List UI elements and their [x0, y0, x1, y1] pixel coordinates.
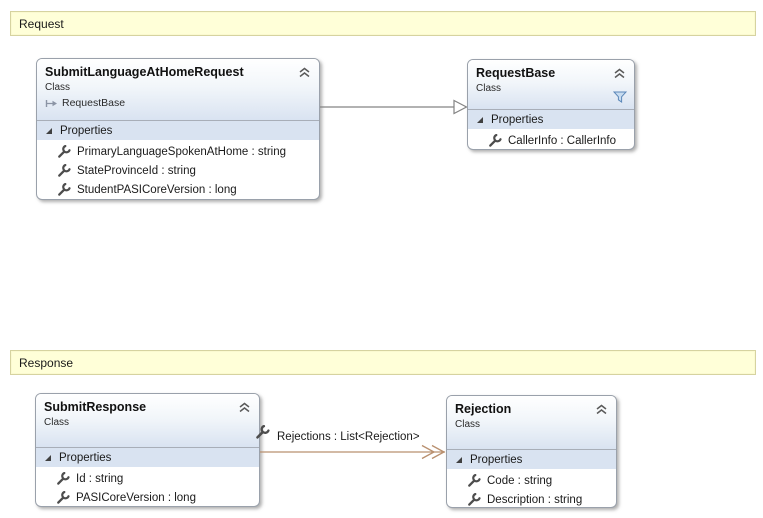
group-banner-response[interactable]: Response [10, 350, 756, 375]
wrench-icon [58, 182, 71, 196]
compartment-label: Properties [60, 124, 113, 137]
class-title: RequestBase [476, 66, 556, 80]
property-row[interactable]: Code : string [447, 471, 616, 490]
class-header[interactable]: Rejection Class [447, 396, 616, 449]
collapse-chevron-icon[interactable] [298, 67, 311, 78]
property-text: Code : string [487, 474, 553, 487]
wrench-icon [468, 492, 481, 506]
class-title: SubmitLanguageAtHomeRequest [45, 65, 244, 79]
class-title: Rejection [455, 402, 512, 416]
properties-header[interactable]: Properties [447, 449, 616, 469]
property-text: PASICoreVersion : long [76, 491, 196, 504]
property-row[interactable]: StudentPASICoreVersion : long [37, 180, 319, 199]
property-row[interactable]: Id : string [36, 469, 259, 488]
class-header[interactable]: SubmitResponse Class [36, 394, 259, 447]
class-header[interactable]: RequestBase Class [468, 60, 634, 109]
class-box-submit-response[interactable]: SubmitResponse Class Properties Id : str… [35, 393, 260, 507]
property-row[interactable]: PrimaryLanguageSpokenAtHome : string [37, 142, 319, 161]
compartment-label: Properties [59, 451, 112, 464]
group-label: Request [19, 16, 64, 31]
class-box-submit-language-at-home-request[interactable]: SubmitLanguageAtHomeRequest Class Reques… [36, 58, 320, 200]
property-text: StateProvinceId : string [77, 164, 196, 177]
collapse-chevron-icon[interactable] [595, 404, 608, 415]
property-text: Description : string [487, 493, 583, 506]
collapse-chevron-icon[interactable] [238, 402, 251, 413]
compartment-label: Properties [470, 453, 523, 466]
class-box-request-base[interactable]: RequestBase Class Properties [467, 59, 635, 150]
expander-icon[interactable] [476, 116, 484, 124]
base-type-label: RequestBase [62, 97, 126, 109]
property-text: Id : string [76, 472, 124, 485]
expander-icon[interactable] [45, 127, 53, 135]
members-list: PrimaryLanguageSpokenAtHome : string Sta… [37, 140, 319, 199]
wrench-icon [256, 425, 270, 439]
wrench-icon [58, 144, 71, 158]
class-title: SubmitResponse [44, 400, 147, 414]
association-connector[interactable] [260, 442, 447, 462]
wrench-icon [57, 471, 70, 485]
inheritance-connector[interactable] [320, 95, 468, 119]
wrench-icon [57, 490, 70, 504]
wrench-icon [58, 163, 71, 177]
properties-header[interactable]: Properties [37, 120, 319, 140]
wrench-icon [468, 473, 481, 487]
group-label: Response [19, 355, 74, 370]
members-list: CallerInfo : CallerInfo [468, 129, 634, 149]
base-type-row: RequestBase [45, 97, 311, 109]
property-text: StudentPASICoreVersion : long [77, 183, 237, 196]
property-text: CallerInfo : CallerInfo [508, 134, 617, 147]
class-kind: Class [476, 83, 502, 94]
class-kind: Class [45, 82, 71, 93]
expander-icon[interactable] [455, 456, 463, 464]
compartment-label: Properties [491, 113, 544, 126]
inheritance-arrow-icon [45, 99, 57, 107]
association-label[interactable]: Rejections : List<Rejection> [277, 431, 420, 443]
property-row[interactable]: StateProvinceId : string [37, 161, 319, 180]
properties-header[interactable]: Properties [36, 447, 259, 467]
properties-header[interactable]: Properties [468, 109, 634, 129]
collapse-chevron-icon[interactable] [613, 68, 626, 79]
property-row[interactable]: Description : string [447, 490, 616, 507]
members-list: Id : string PASICoreVersion : long [36, 467, 259, 506]
expander-icon[interactable] [44, 454, 52, 462]
property-row[interactable]: CallerInfo : CallerInfo [468, 131, 634, 149]
filter-icon[interactable] [613, 91, 627, 103]
property-row[interactable]: PASICoreVersion : long [36, 488, 259, 506]
class-box-rejection[interactable]: Rejection Class Properties Code : string [446, 395, 617, 508]
members-list: Code : string Description : string [447, 469, 616, 507]
property-text: PrimaryLanguageSpokenAtHome : string [77, 145, 287, 158]
class-header[interactable]: SubmitLanguageAtHomeRequest Class Reques… [37, 59, 319, 120]
class-kind: Class [455, 419, 481, 430]
class-kind: Class [44, 417, 70, 428]
group-banner-request[interactable]: Request [10, 11, 756, 36]
wrench-icon [489, 133, 502, 147]
